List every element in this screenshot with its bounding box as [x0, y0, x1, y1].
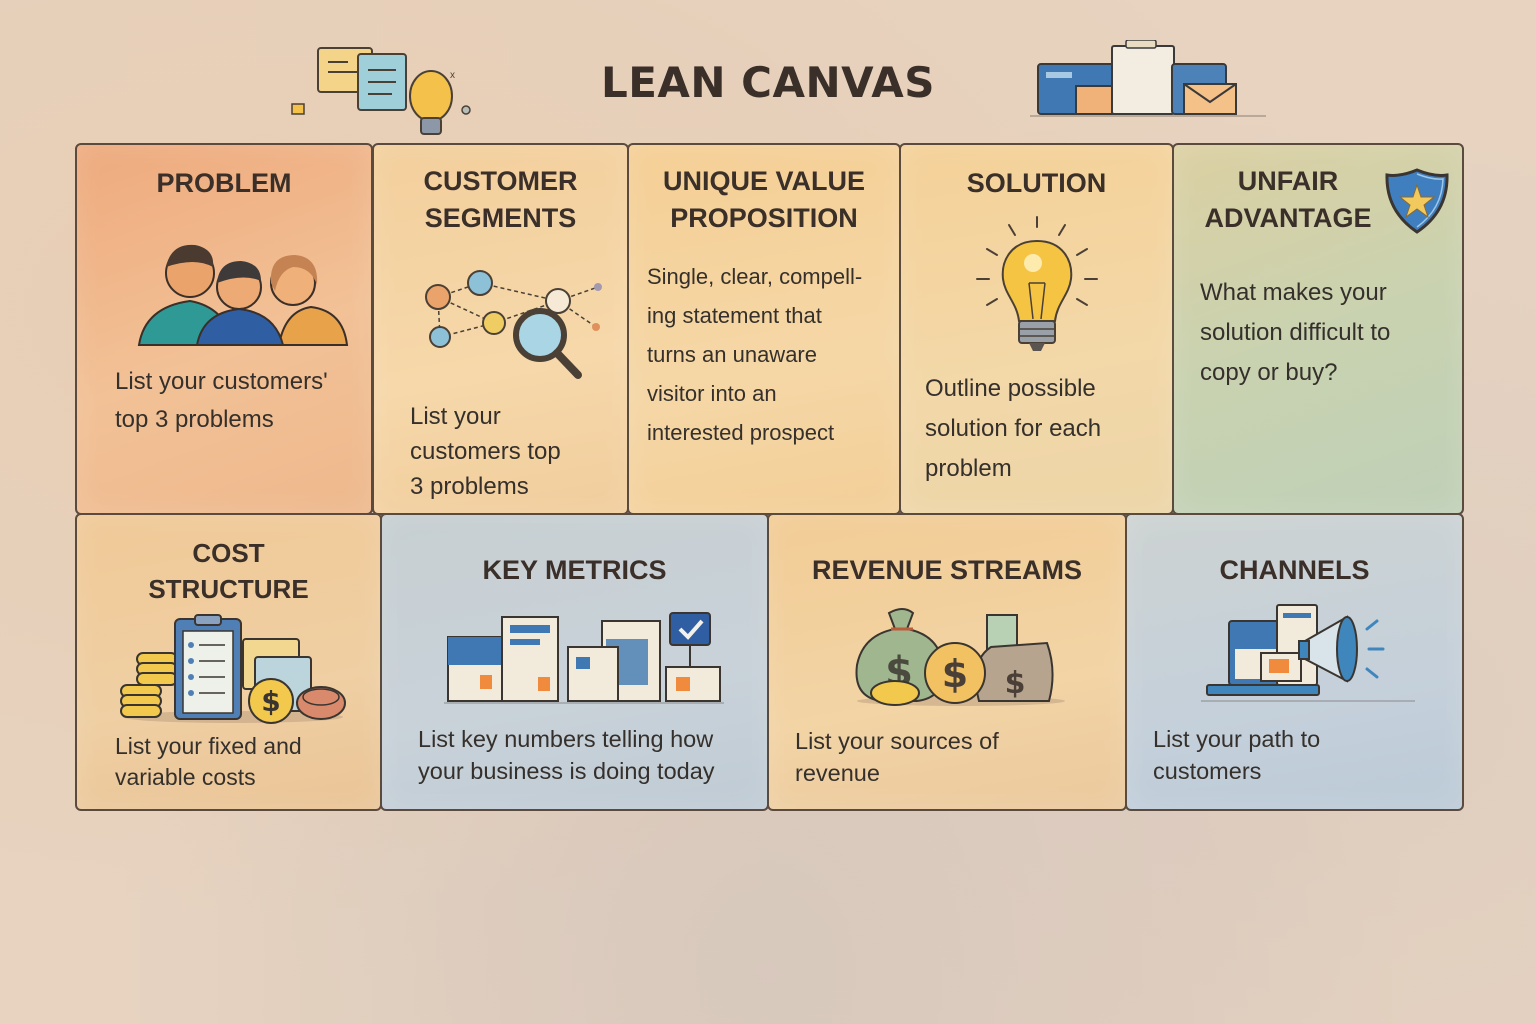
- block-cost-structure: COST STRUCTURE $ List your fixed and var…: [75, 513, 382, 811]
- page-title: LEAN CANVAS: [600, 58, 936, 107]
- block-text: List your fixed and variable costs: [115, 733, 302, 790]
- svg-text:$: $: [1005, 666, 1026, 701]
- block-problem: PROBLEM List your customers' top 3 probl…: [75, 143, 373, 515]
- svg-text:x: x: [450, 70, 455, 81]
- svg-text:$: $: [942, 652, 968, 696]
- documents-envelope-icon: [1030, 40, 1266, 117]
- block-unique-value-proposition: UNIQUE VALUE PROPOSITION Single, clear, …: [627, 143, 901, 515]
- block-key-metrics: KEY METRICS List key numbers telling how…: [380, 513, 769, 811]
- block-text: Outline possible solution for each probl…: [925, 375, 1102, 482]
- notes-lightbulb-icon: x: [291, 47, 471, 135]
- money-bags-icon: $ $ $: [855, 608, 1065, 706]
- block-customer-segments: CUSTOMER SEGMENTS List your customers to…: [372, 143, 629, 515]
- clipboard-coins-icon: $: [120, 614, 346, 724]
- block-unfair-advantage: UNFAIR ADVANTAGE What makes your solutio…: [1172, 143, 1464, 515]
- block-solution: SOLUTION Outline possible solution for e…: [899, 143, 1174, 515]
- block-text: Single, clear, compell- ing statement th…: [647, 264, 863, 445]
- block-text: List your customers' top 3 problems: [115, 368, 328, 433]
- block-title: PROBLEM: [156, 168, 292, 198]
- people-group-icon: [137, 244, 349, 346]
- block-title: KEY METRICS: [482, 555, 667, 585]
- block-title: CHANNELS: [1219, 555, 1370, 585]
- block-text: List your customers top 3 problems: [410, 403, 561, 500]
- block-text: What makes your solution difficult to co…: [1200, 279, 1391, 386]
- svg-text:$: $: [261, 685, 280, 718]
- network-magnifier-icon: [425, 270, 602, 379]
- block-revenue-streams: REVENUE STREAMS $ $ $ List your sources …: [767, 513, 1127, 811]
- lightbulb-icon: [976, 216, 1098, 351]
- block-text: List key numbers telling how your busine…: [418, 726, 715, 784]
- block-text: List your sources of revenue: [795, 728, 999, 786]
- header: x LEAN CANVAS: [0, 40, 1536, 140]
- block-title: COST STRUCTURE: [148, 538, 309, 604]
- block-title: REVENUE STREAMS: [811, 555, 1083, 585]
- laptop-megaphone-icon: [1201, 604, 1415, 702]
- block-title: UNIQUE VALUE PROPOSITION: [662, 166, 865, 233]
- shield-star-icon: [1385, 168, 1449, 234]
- block-title: CUSTOMER SEGMENTS: [423, 166, 578, 233]
- block-channels: CHANNELS List your path to customers: [1125, 513, 1464, 811]
- block-title: UNFAIR ADVANTAGE: [1204, 166, 1372, 233]
- block-title: SOLUTION: [966, 168, 1107, 198]
- block-text: List your path to customers: [1153, 726, 1321, 784]
- dashboard-documents-icon: [444, 612, 724, 704]
